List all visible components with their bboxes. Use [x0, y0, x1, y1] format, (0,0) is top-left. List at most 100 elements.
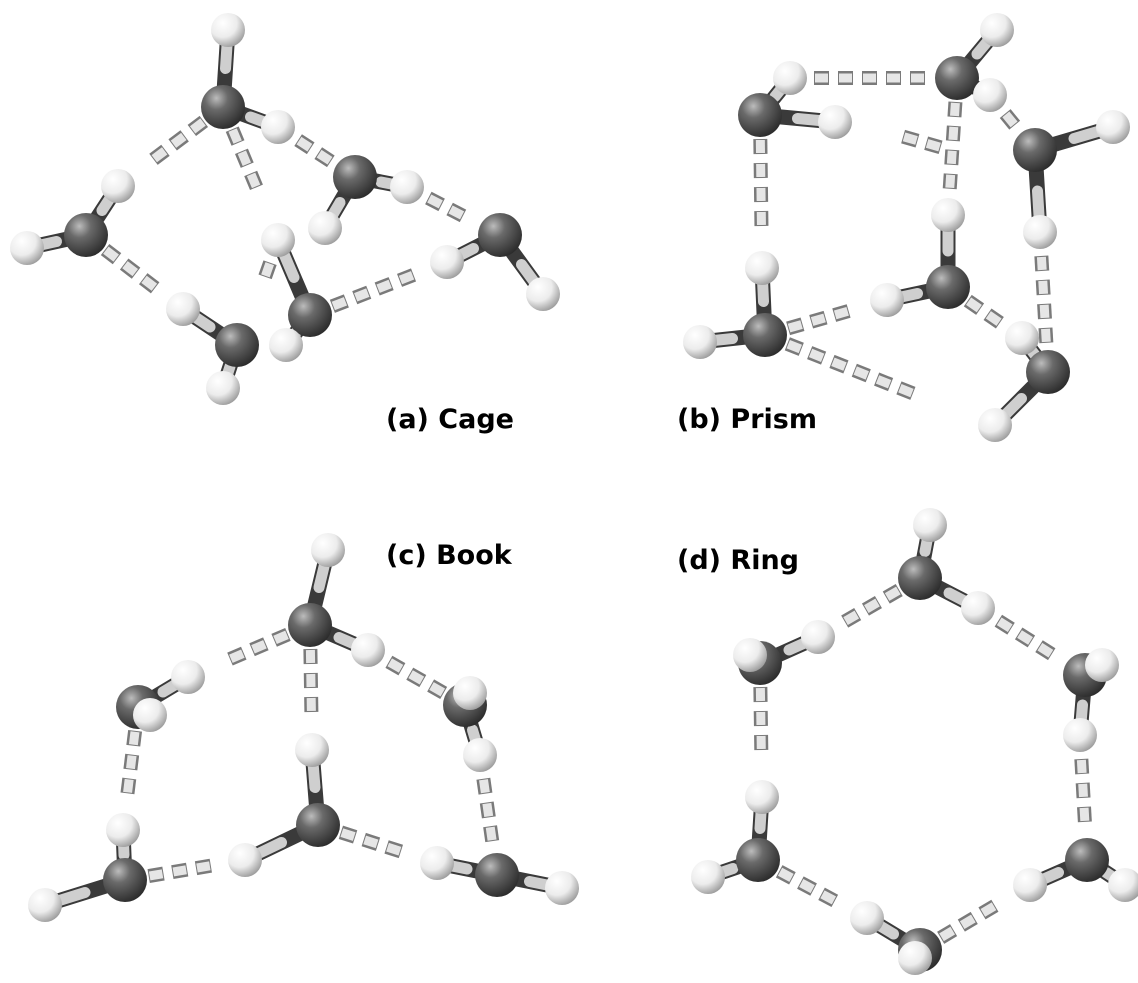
hydrogen-bond-segment: [833, 306, 849, 320]
hydrogen-atom: [420, 846, 454, 880]
hydrogen-bond-segment: [398, 271, 415, 285]
hydrogen-bond-segment: [170, 132, 187, 148]
hydrogen-bond-segment: [946, 150, 957, 165]
hydrogen-bond-segment: [376, 279, 392, 293]
hydrogen-bond-segment: [122, 261, 139, 277]
hydrogen-atom: [1096, 110, 1130, 144]
oxygen-atom: [738, 93, 782, 137]
hydrogen-atom: [1085, 648, 1119, 682]
oxygen-atom: [736, 838, 780, 882]
hydrogen-bond-segment: [296, 136, 313, 152]
oxygen-atom: [1013, 128, 1057, 172]
hydrogen-bond-segment: [331, 297, 348, 311]
hydrogen-bond-segment: [228, 128, 242, 144]
ring-structure: [691, 508, 1138, 975]
hydrogen-atom: [691, 860, 725, 894]
hydrogen-bond-segment: [831, 357, 847, 371]
hydrogen-bond-segment: [884, 586, 901, 601]
hydrogen-bond-segment: [1017, 630, 1033, 645]
hydrogen-atom: [980, 13, 1014, 47]
hydrogen-atom: [1023, 215, 1057, 249]
oxygen-atom: [743, 313, 787, 357]
hydrogen-bond-segment: [966, 297, 982, 313]
hydrogen-bond-segment: [128, 731, 140, 746]
hydrogen-atom: [463, 738, 497, 772]
hydrogen-bond-segment: [787, 320, 803, 333]
hydrogen-atom: [10, 231, 44, 265]
hydrogen-bond-segment: [875, 375, 892, 389]
hydrogen-atom: [101, 169, 135, 203]
oxygen-atom: [926, 265, 970, 309]
hydrogen-atom: [870, 283, 904, 317]
oxygen-atom: [288, 293, 332, 337]
hydrogen-atom: [106, 813, 140, 847]
hydrogen-atom: [1063, 718, 1097, 752]
hydrogen-bond-segment: [820, 890, 837, 905]
hydrogen-bond-segment: [945, 174, 956, 189]
hydrogen-atom: [390, 170, 424, 204]
hydrogen-bond-segment: [843, 610, 860, 625]
oxygen-atom: [898, 556, 942, 600]
hydrogen-atom: [545, 871, 579, 905]
hydrogen-atom: [261, 223, 295, 257]
hydrogen-bond-segment: [939, 926, 956, 942]
hydrogen-bond-segment: [1002, 111, 1018, 128]
oxygen-atom: [296, 803, 340, 847]
hydrogen-bond-segment: [808, 348, 825, 362]
prism-label: (b) Prism: [677, 404, 817, 435]
hydrogen-bond-segment: [864, 598, 880, 613]
hydrogen-bond-segment: [959, 914, 976, 929]
hydrogen-bond-segment: [448, 205, 465, 220]
hydrogen-atom: [295, 733, 329, 767]
hydrogen-bond-segment: [126, 755, 137, 770]
hydrogen-bond-segment: [1038, 280, 1049, 295]
hydrogen-bond-segment: [1041, 328, 1051, 343]
hydrogen-bond-segment: [479, 779, 490, 794]
hydrogen-atom: [28, 888, 62, 922]
hydrogen-bond-segment: [246, 172, 261, 189]
hydrogen-atom: [171, 660, 205, 694]
hydrogen-bond-segment: [810, 313, 826, 326]
hydrogen-bond-segment: [777, 867, 794, 882]
oxygen-atom: [103, 858, 147, 902]
hydrogen-bond-segment: [980, 902, 997, 917]
hydrogen-bond-segment: [229, 649, 245, 663]
hydrogen-atom: [961, 591, 995, 625]
hydrogen-atom: [166, 292, 200, 326]
hydrogen-atom: [898, 941, 932, 975]
hydrogen-bond-segment: [1036, 256, 1047, 271]
hydrogen-atom: [453, 676, 487, 710]
hydrogen-atom: [526, 277, 560, 311]
hydrogen-atom: [978, 408, 1012, 442]
hydrogen-bond-segment: [408, 670, 425, 685]
hydrogen-bond-segment: [172, 865, 187, 877]
hydrogen-bond-segment: [261, 262, 274, 278]
oxygen-atom: [333, 155, 377, 199]
oxygen-atom: [478, 213, 522, 257]
hydrogen-atom: [733, 638, 767, 672]
hydrogen-bond-segment: [427, 194, 443, 209]
hydrogen-atom: [430, 245, 464, 279]
prism-structure: [683, 13, 1130, 442]
hydrogen-bond-segment: [853, 366, 869, 380]
hydrogen-bond-segment: [482, 802, 494, 818]
hydrogen-atom: [1108, 868, 1138, 902]
hydrogen-atom: [801, 620, 835, 654]
cage-structure: [10, 13, 560, 405]
hydrogen-bond-segment: [898, 384, 914, 398]
oxygen-atom: [1026, 350, 1070, 394]
hydrogen-bond-segment: [251, 640, 267, 654]
hydrogen-bond-segment: [948, 126, 959, 141]
hydrogen-bond-segment: [316, 149, 333, 165]
oxygen-atom: [201, 85, 245, 129]
hydrogen-bond-segment: [1037, 642, 1054, 658]
hydrogen-bond-segment: [386, 842, 402, 856]
cage-label: (a) Cage: [386, 404, 514, 435]
oxygen-atom: [215, 323, 259, 367]
hydrogen-bond-segment: [996, 617, 1013, 632]
hydrogen-bond-segment: [363, 835, 379, 849]
hydrogen-atom: [308, 211, 342, 245]
hydrogen-atom: [1013, 868, 1047, 902]
hydrogen-atom: [1005, 321, 1039, 355]
hydrogen-bond-segment: [1078, 783, 1088, 798]
